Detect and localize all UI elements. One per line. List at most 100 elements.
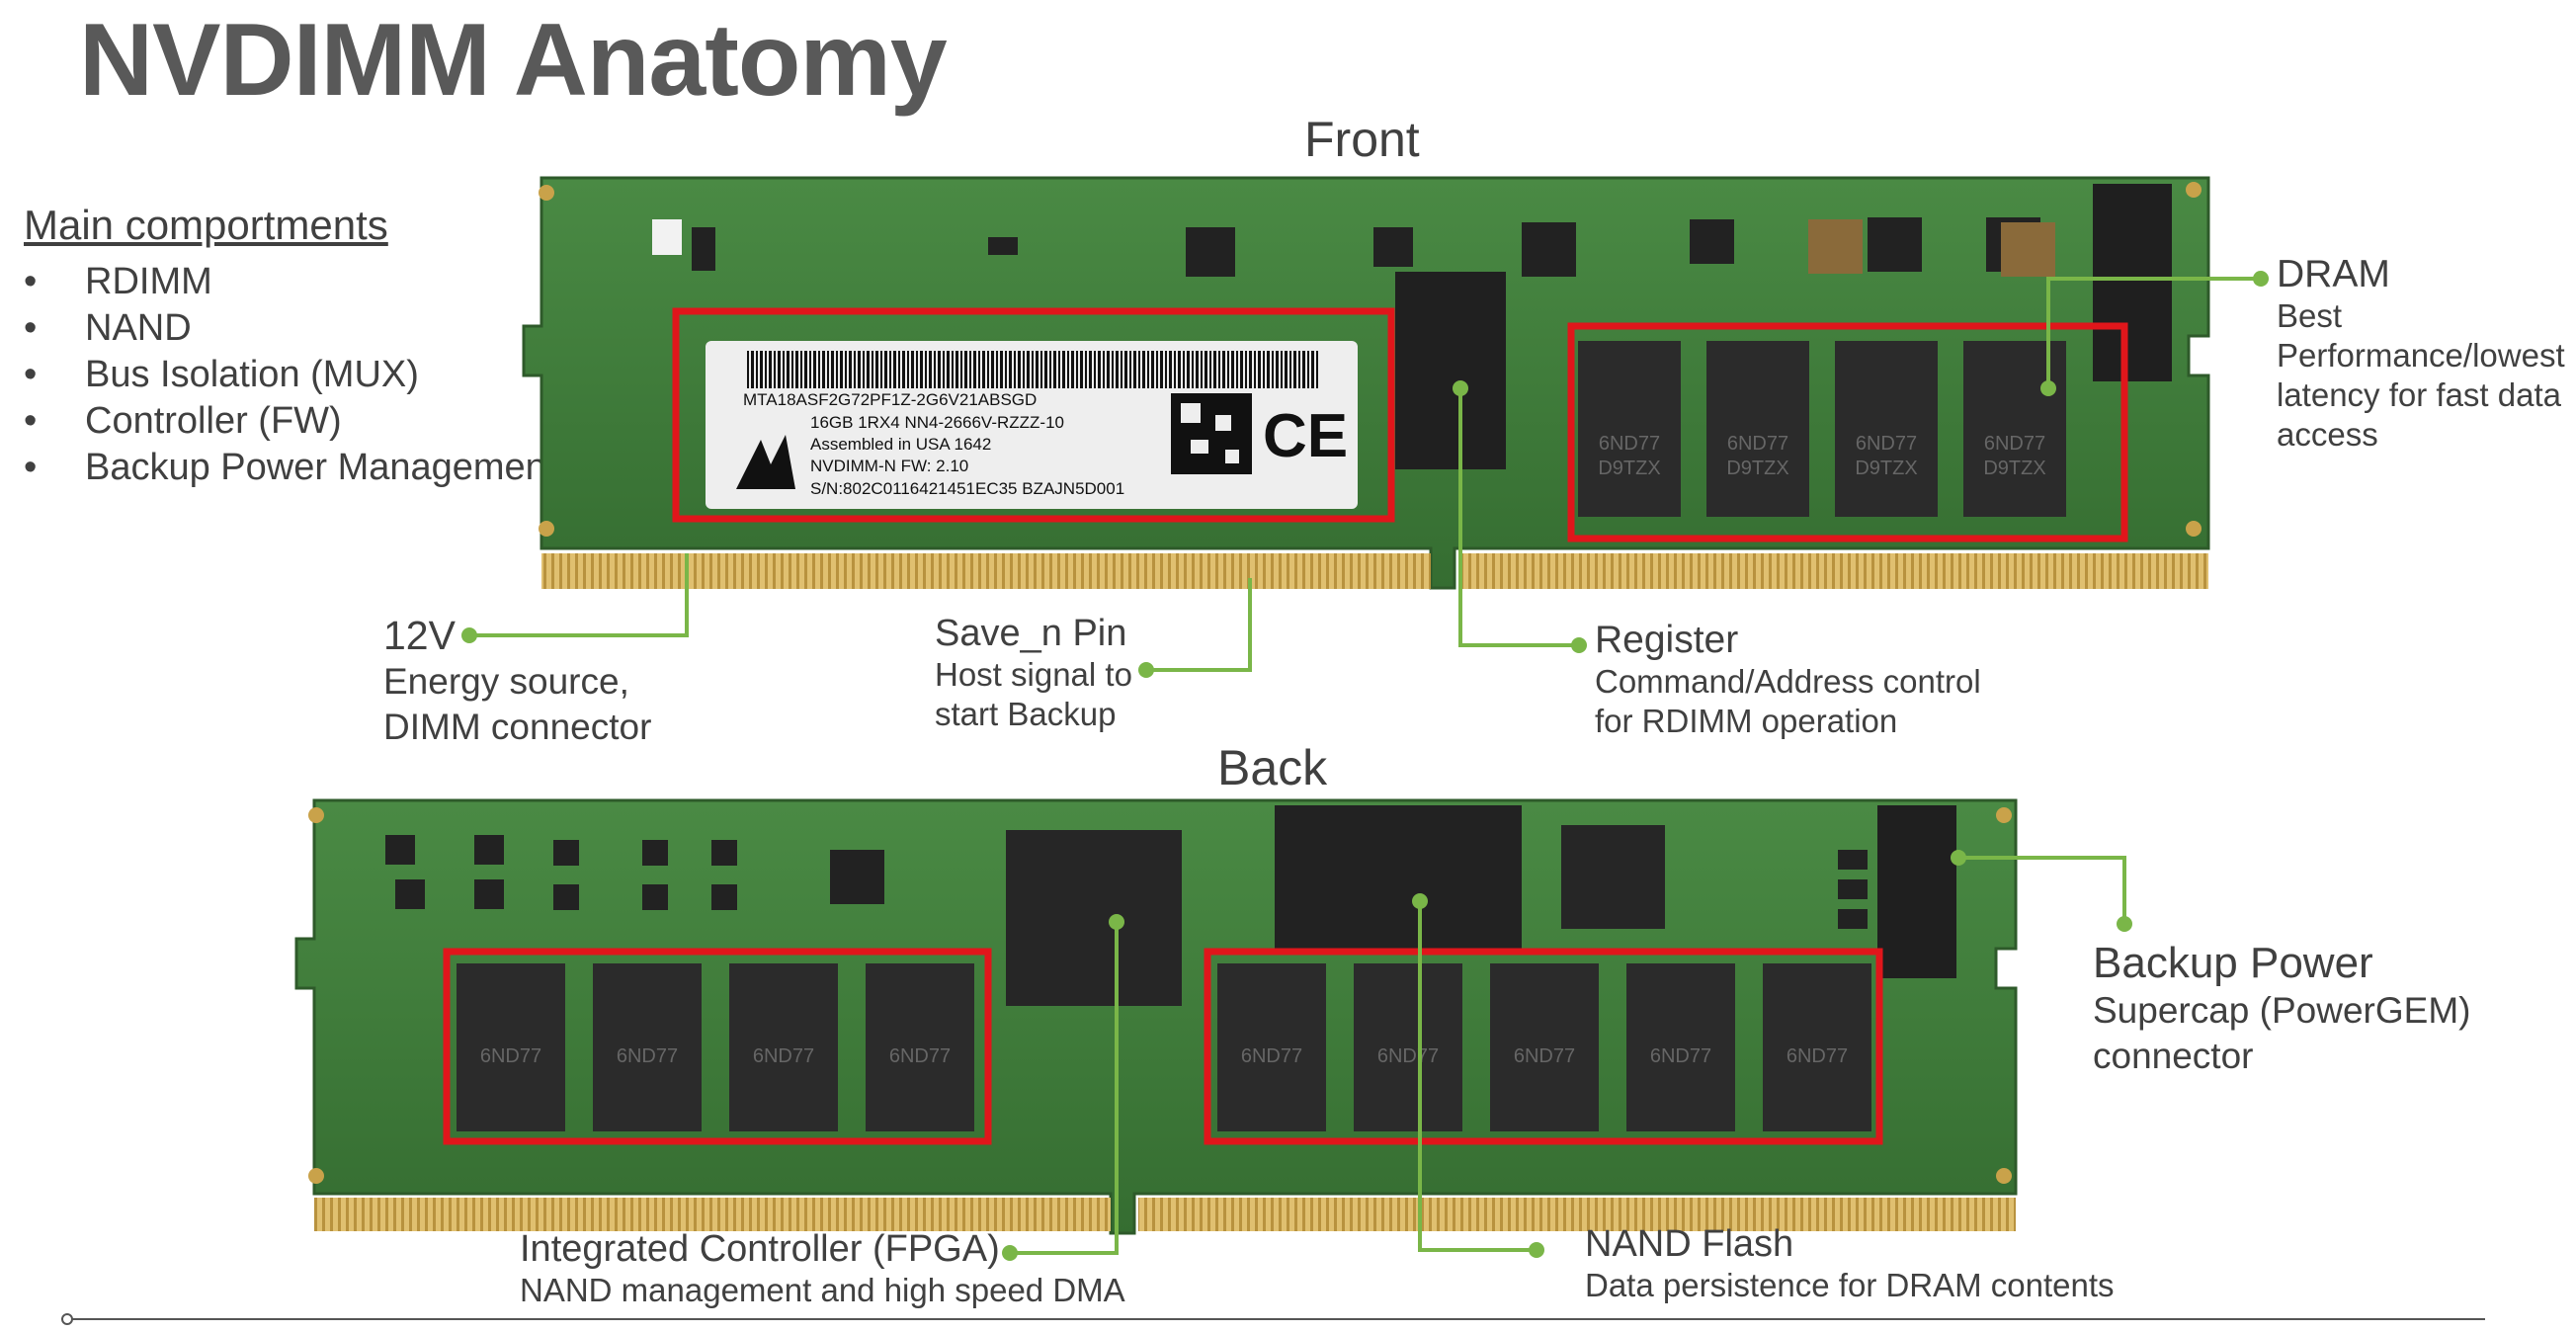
back-module: 6ND77 6ND77 6ND77 6ND77 6ND77 6ND77 6ND7…	[294, 798, 2018, 1235]
front-module: MTA18ASF2G72PF1Z-2G6V21ABSGD 16GB 1RX4 N…	[522, 176, 2210, 590]
callout-line-backup-power	[1958, 856, 2126, 924]
callout-dram: DRAM Best Performance/lowest latency for…	[2277, 253, 2565, 455]
nand-package	[1275, 805, 1522, 949]
mux-chip	[1561, 825, 1665, 929]
callout-line-save-n	[1146, 578, 1252, 672]
chip-marking: D9TZX	[1855, 458, 1917, 479]
inductor-icon	[1808, 219, 1863, 274]
dram-chip	[593, 963, 702, 1131]
callout-register-head: Register	[1595, 619, 1739, 661]
sticker-line3: Assembled in USA 1642	[810, 435, 991, 454]
dram-chip	[457, 963, 565, 1131]
back-right-highlight-box	[1204, 948, 1883, 1145]
dram-chip	[1963, 341, 2066, 517]
chip-marking: 6ND77	[1727, 433, 1788, 455]
supercap-connector-back	[1877, 805, 1956, 978]
callout-12v-desc2: DIMM connector	[383, 707, 652, 747]
chip-marking: 6ND77	[1787, 1045, 1848, 1067]
callout-dram-desc2: Performance/lowest	[2277, 337, 2565, 374]
chip-marking: 6ND77	[617, 1045, 678, 1067]
dram-chip	[866, 963, 974, 1131]
dram-highlight-box	[1567, 322, 2128, 542]
list-item: Controller (FW)	[24, 398, 556, 445]
callout-nand-desc1: Data persistence for DRAM contents	[1585, 1267, 2115, 1303]
chip-marking: D9TZX	[1983, 458, 2045, 479]
front-edge-pins-left	[541, 553, 1431, 589]
callout-nand-head: NAND Flash	[1585, 1223, 1794, 1265]
register-chip	[1395, 272, 1506, 469]
callout-register: Register Command/Address control for RDI…	[1595, 619, 1981, 741]
callout-backup-power: Backup Power Supercap (PowerGEM) connect…	[2093, 939, 2470, 1079]
chip-marking: D9TZX	[1726, 458, 1788, 479]
chip-marking: 6ND77	[1514, 1045, 1575, 1067]
list-item: NAND	[24, 305, 556, 352]
callout-line-dram	[2046, 277, 2261, 388]
callout-register-desc1: Command/Address control	[1595, 663, 1981, 700]
callout-12v-desc1: Energy source,	[383, 661, 629, 702]
sticker-line4: NVDIMM-N FW: 2.10	[810, 457, 968, 475]
inductor-icon	[2001, 222, 2055, 277]
chip-marking: 6ND77	[753, 1045, 814, 1067]
nand-chip	[1217, 963, 1326, 1131]
list-item: Backup Power Management	[24, 445, 556, 491]
callout-backup-power-desc2: connector	[2093, 1036, 2254, 1076]
back-left-highlight-box	[443, 948, 992, 1145]
chip-marking: 6ND77	[889, 1045, 951, 1067]
callout-line-nand	[1418, 901, 1537, 1252]
ce-mark: CE	[1263, 402, 1348, 470]
back-label: Back	[1217, 740, 1328, 795]
dram-chip	[1706, 341, 1809, 517]
nand-chip	[1626, 963, 1735, 1131]
list-item: Bus Isolation (MUX)	[24, 352, 556, 398]
callout-line-fpga	[1010, 922, 1119, 1255]
front-edge-pins-right	[1458, 553, 2208, 589]
dram-chip	[729, 963, 838, 1131]
callout-line-register	[1458, 388, 1579, 647]
callout-save-n: Save_n Pin Host signal to start Backup	[935, 613, 1132, 734]
callout-backup-power-desc1: Supercap (PowerGEM)	[2093, 990, 2471, 1031]
callout-12v: 12V Energy source, DIMM connector	[383, 613, 651, 750]
module-sticker: MTA18ASF2G72PF1Z-2G6V21ABSGD 16GB 1RX4 N…	[706, 341, 1358, 509]
callout-save-n-desc1: Host signal to	[935, 656, 1132, 693]
chip-marking: 6ND77	[1377, 1045, 1439, 1067]
callout-dram-desc3: latency for fast data	[2277, 376, 2561, 413]
dram-chip	[1578, 341, 1681, 517]
dram-chip	[1835, 341, 1938, 517]
sticker-part: MTA18ASF2G72PF1Z-2G6V21ABSGD	[743, 390, 1037, 409]
callout-line-12v	[469, 553, 689, 637]
back-edge-pins-right	[1138, 1198, 2016, 1231]
back-nand-chips-right: 6ND77 6ND77 6ND77 6ND77 6ND77	[1217, 963, 1871, 1131]
front-dram-chips: 6ND77 6ND77 6ND77 6ND77 D9TZX D9TZX D9TZ…	[1578, 341, 2066, 517]
page-title: NVDIMM Anatomy	[79, 3, 948, 118]
sticker-line2: 16GB 1RX4 NN4-2666V-RZZZ-10	[810, 413, 1064, 432]
chip-marking: 6ND77	[480, 1045, 541, 1067]
front-label: Front	[1304, 112, 1420, 167]
callout-12v-head: 12V	[383, 613, 456, 658]
callout-save-n-head: Save_n Pin	[935, 613, 1127, 654]
chip-marking: 6ND77	[1241, 1045, 1302, 1067]
callout-fpga: Integrated Controller (FPGA) NAND manage…	[520, 1228, 1125, 1310]
sticker-highlight-box	[672, 307, 1395, 523]
sticker-line5: S/N:802C0116421451EC35 BZAJN5D001	[810, 479, 1124, 498]
callout-dots	[461, 271, 2269, 1261]
callout-nand: NAND Flash Data persistence for DRAM con…	[1585, 1223, 2115, 1305]
chip-marking: 6ND77	[1984, 433, 2045, 455]
callout-backup-power-head: Backup Power	[2093, 939, 2373, 987]
back-edge-pins-left	[314, 1198, 1111, 1231]
chip-marking: 6ND77	[1650, 1045, 1711, 1067]
nand-chip	[1490, 963, 1599, 1131]
callout-dram-desc4: access	[2277, 416, 2378, 453]
chip-marking: 6ND77	[1856, 433, 1917, 455]
callout-dram-head: DRAM	[2277, 253, 2390, 295]
callout-save-n-desc2: start Backup	[935, 696, 1117, 732]
chip-marking: D9TZX	[1598, 458, 1660, 479]
callout-register-desc2: for RDIMM operation	[1595, 703, 1898, 739]
callout-dram-desc1: Best	[2277, 297, 2343, 334]
fpga-chip	[1006, 830, 1182, 1006]
supercap-connector-front	[2093, 184, 2172, 381]
main-compartments-list: RDIMM NAND Bus Isolation (MUX) Controlle…	[24, 259, 556, 491]
nand-chip	[1354, 963, 1462, 1131]
chip-marking: 6ND77	[1599, 433, 1660, 455]
callout-lines	[469, 277, 2261, 1255]
